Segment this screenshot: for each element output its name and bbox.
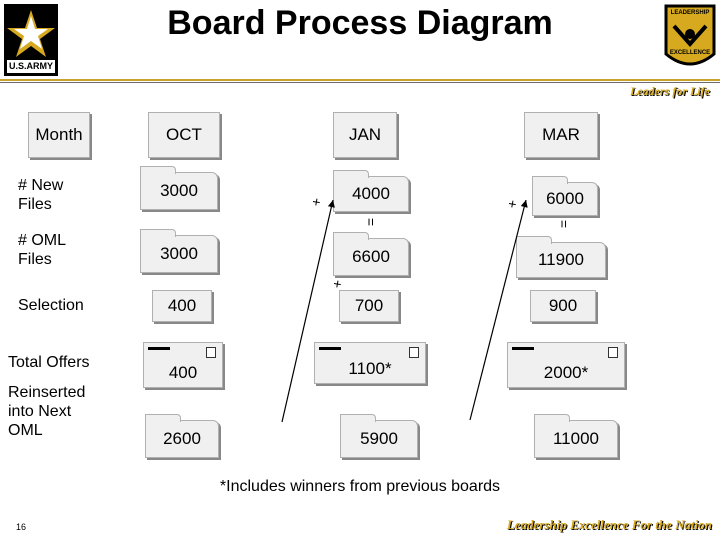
equals-sign-mar: = — [556, 219, 573, 229]
month-header-oct: OCT — [148, 112, 220, 158]
mar-oml-files: 11900 — [516, 236, 606, 278]
new-files-label: # New Files — [18, 177, 64, 213]
crest-text-top: LEADERSHIP — [670, 10, 710, 16]
footnote: *Includes winners from previous boards — [219, 478, 501, 495]
oct-total-offers-value: 400 — [168, 363, 198, 382]
envelope-icon — [512, 347, 534, 350]
month-label: Month — [28, 112, 90, 158]
month-header-mar: MAR — [524, 112, 598, 158]
arrow-oct-to-jan — [281, 199, 335, 423]
jan-oml-files: 6600 — [333, 232, 409, 276]
jan-new-files: 4000 — [333, 170, 409, 212]
army-logo-text: U.S.ARMY — [8, 61, 53, 71]
oml-files-label: # OML Files — [18, 232, 66, 268]
oct-reinserted: 2600 — [145, 414, 219, 458]
total-offers-label: Total Offers — [8, 354, 90, 371]
oct-selection: 400 — [152, 290, 212, 322]
page-title: Board Process Diagram — [167, 4, 553, 42]
envelope-icon — [319, 347, 341, 350]
rotc-crest-logo-icon: LEADERSHIP EXCELLENCE — [664, 4, 716, 74]
jan-reinserted: 5900 — [340, 414, 418, 458]
page-number: 16 — [16, 522, 27, 532]
stamp-icon — [608, 347, 618, 358]
header-rule-gold — [0, 79, 720, 81]
equals-sign-jan: = — [363, 217, 380, 227]
footer-slogan: Leadership Excellence For the Nation — [506, 517, 712, 532]
jan-total-offers: 1100* — [314, 342, 426, 384]
mar-total-offers: 2000* — [507, 342, 625, 388]
oct-total-offers: 400 — [143, 342, 223, 388]
jan-total-offers-value: 1100* — [348, 359, 392, 378]
header-slogan: Leaders for Life — [630, 84, 710, 98]
oct-new-files: 3000 — [140, 166, 218, 210]
jan-selection: 700 — [339, 290, 399, 322]
month-header-jan: JAN — [333, 112, 397, 158]
reinserted-label: Reinserted into Next OML — [8, 384, 86, 439]
mar-total-offers-value: 2000* — [543, 363, 589, 382]
mar-reinserted: 11000 — [534, 414, 618, 458]
selection-label: Selection — [18, 297, 84, 314]
envelope-icon — [148, 347, 170, 350]
oct-oml-files: 3000 — [140, 229, 218, 273]
mar-selection: 900 — [530, 290, 596, 322]
stamp-icon — [409, 347, 419, 358]
army-star-logo-icon: U.S.ARMY — [4, 4, 58, 76]
mar-new-files: 6000 — [532, 176, 598, 216]
arrow-jan-to-mar — [469, 199, 528, 421]
crest-text-bottom: EXCELLENCE — [669, 50, 711, 56]
stamp-icon — [206, 347, 216, 358]
header-rule-dark — [0, 82, 720, 83]
